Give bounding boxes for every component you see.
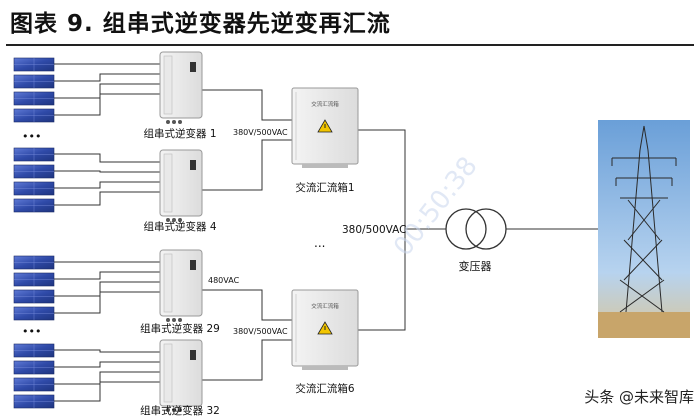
panel-ellipsis-top: ••• (22, 130, 41, 143)
inverter-label: 组串式逆变器 4 (143, 220, 216, 233)
combiner-ellipsis: ... (314, 236, 325, 250)
combiner-label: 交流汇流箱6 (295, 382, 354, 395)
combiner-box-text: 交流汇流箱 (311, 302, 339, 310)
source-watermark: 头条 @未来智库 (584, 388, 694, 406)
inverter-group: 组串式逆变器 1 组串式逆变器 4 组串式逆变器 29 组串式逆变器 32 (140, 51, 220, 417)
voltage-label-480: 480VAC (208, 276, 240, 285)
solar-panel-stack (13, 255, 55, 321)
solar-panel-stack (13, 147, 55, 213)
page-title: 图表 9. 组串式逆变器先逆变再汇流 (10, 11, 391, 37)
transmission-tower-photo (598, 120, 690, 338)
solar-panel-stack (13, 57, 55, 123)
wiring (54, 63, 598, 402)
overlay-timestamp: 00:50:38 (388, 151, 484, 261)
solar-panel-arrays (13, 57, 55, 409)
panel-ellipsis-bottom: ••• (22, 325, 41, 338)
inverter-unit (159, 249, 203, 322)
inverter-label: 组串式逆变器 29 (140, 322, 220, 335)
solar-panel-stack (13, 343, 55, 409)
inverter-unit (159, 149, 203, 222)
inverter-label: 组串式逆变器 32 (140, 404, 220, 417)
transformer-label: 变压器 (459, 259, 492, 273)
combiner-box: 交流汇流箱 (291, 87, 359, 168)
voltage-label-combiner-transformer: 380/500VAC (342, 224, 406, 236)
combiner-box-text: 交流汇流箱 (311, 100, 339, 108)
combiner-label: 交流汇流箱1 (295, 181, 354, 194)
inverter-unit (159, 339, 203, 412)
inverter-unit (159, 51, 203, 124)
title-divider (6, 44, 694, 46)
combiner-box: 交流汇流箱 (291, 289, 359, 370)
transformer-symbol (445, 208, 507, 250)
voltage-label-inv-combiner-bottom: 380V/500VAC (233, 327, 288, 336)
voltage-label-inv-combiner-top: 380V/500VAC (233, 128, 288, 137)
inverter-label: 组串式逆变器 1 (143, 127, 216, 140)
